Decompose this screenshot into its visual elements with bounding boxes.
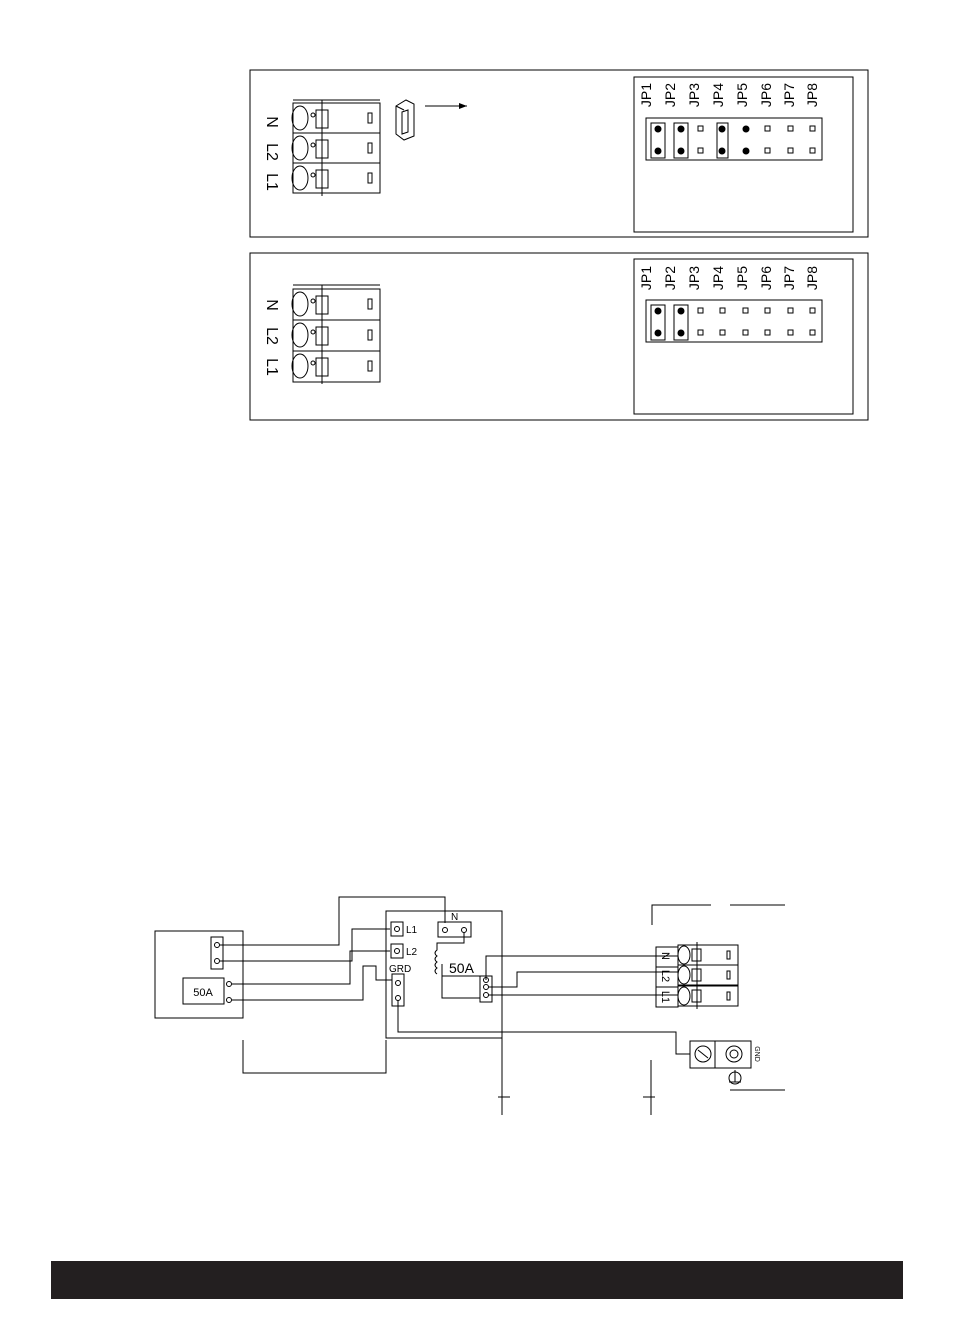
service-panel [155,931,243,1018]
panel-bottom: N L2 L1 JP1 JP2 JP3 JP4 [250,253,868,420]
jumper-label: JP6 [758,266,774,290]
jumper-labels-top: JP1 JP2 JP3 JP4 JP5 JP6 JP7 JP8 [638,83,820,107]
jumper-label: JP8 [804,266,820,290]
unit-terminal-l1: L1 [659,991,671,1003]
gnd-label: GND [753,1046,760,1062]
jumper-label: JP3 [686,266,702,290]
jumper-label: JP2 [662,83,678,107]
jumper-label: JP8 [804,83,820,107]
jumper-label: JP2 [662,266,678,290]
jumper-label: JP3 [686,83,702,107]
footer-bar [51,1261,903,1299]
box-terminal-l1: L1 [406,925,418,936]
ground-symbol-icon [729,1070,741,1084]
box-terminal-l2: L2 [406,947,418,958]
terminal-block [292,285,380,384]
inner-breaker-label: 50A [449,960,475,976]
jumper-label: JP4 [710,83,726,107]
terminal-label-n: N [263,116,280,128]
jumper-header [646,118,822,160]
terminal-label-l1: L1 [263,358,280,376]
unit-terminal-l2: L2 [659,970,671,982]
wiring-diagram [155,897,785,1115]
terminal-label-l2: L2 [263,143,280,161]
panel-top: N L2 L1 [250,70,868,237]
jumper-label: JP1 [638,83,654,107]
box-terminal-n: N [451,912,458,923]
terminal-label-l2: L2 [263,327,280,345]
box-terminal-grd: GRD [389,964,411,975]
panel-breaker-label: 50A [193,987,213,999]
unit-terminal-n: N [659,952,671,960]
jumper-header [646,300,822,342]
jumper-labels-bottom: JP1 JP2 JP3 JP4 JP5 JP6 JP7 JP8 [638,266,820,290]
terminal-block [292,100,380,196]
terminal-label-l1: L1 [263,173,280,191]
jumper-label: JP4 [710,266,726,290]
jumper-label: JP6 [758,83,774,107]
jumper-label: JP5 [734,266,750,290]
jumper-label: JP7 [781,83,797,107]
terminal-label-n: N [263,299,280,311]
jumper-bridge-icon [396,100,414,140]
jumper-pins-bottom [651,305,815,340]
jumper-label: JP1 [638,266,654,290]
inner-breaker [442,976,480,998]
jumper-label: JP7 [781,266,797,290]
jumper-pins-top [651,123,815,158]
jumper-label: JP5 [734,83,750,107]
